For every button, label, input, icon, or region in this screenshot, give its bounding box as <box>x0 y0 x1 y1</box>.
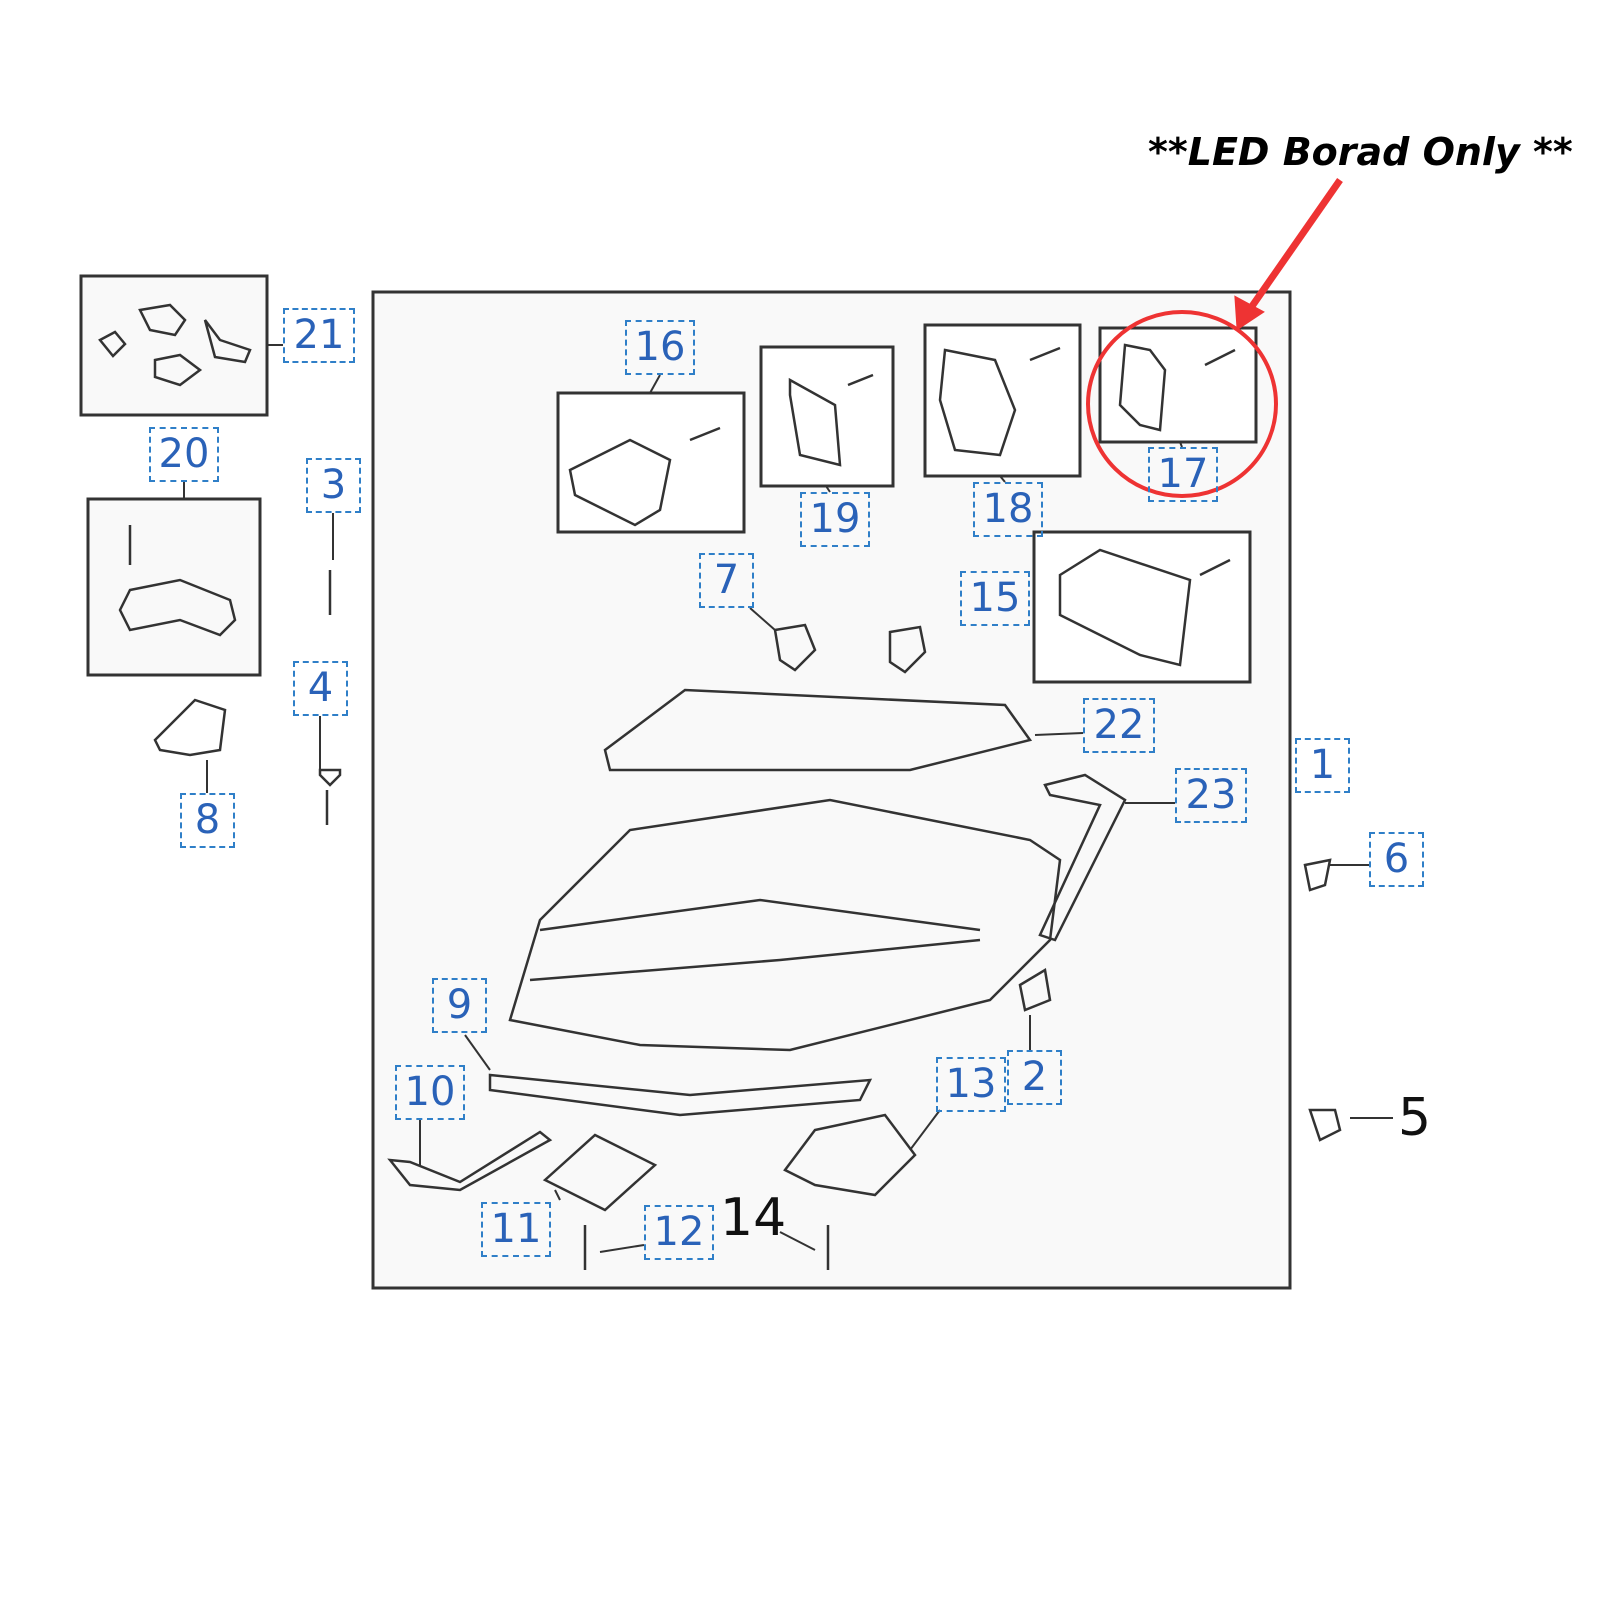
callout-1[interactable]: 1 <box>1295 738 1350 793</box>
callout-17[interactable]: 17 <box>1148 447 1218 502</box>
part-20-box <box>86 497 262 677</box>
callout-16[interactable]: 16 <box>625 320 695 375</box>
callout-21[interactable]: 21 <box>283 308 355 363</box>
label-14: 14 <box>720 1188 787 1248</box>
callout-3[interactable]: 3 <box>306 458 361 513</box>
label-5: 5 <box>1398 1088 1432 1148</box>
highlight-circle <box>1086 310 1278 498</box>
callout-4[interactable]: 4 <box>293 661 348 716</box>
part-19-box <box>759 345 895 488</box>
callout-23[interactable]: 23 <box>1175 768 1247 823</box>
led-board-only-note: **LED Borad Only ** <box>1148 130 1573 174</box>
callout-13[interactable]: 13 <box>936 1057 1006 1112</box>
callout-7[interactable]: 7 <box>699 553 754 608</box>
callout-11[interactable]: 11 <box>481 1202 551 1257</box>
part-15-box <box>1032 530 1252 684</box>
leader-lines <box>183 344 1393 1253</box>
callout-6[interactable]: 6 <box>1369 832 1424 887</box>
part-17-box <box>1098 326 1258 444</box>
highlight-arrowhead <box>1234 295 1265 331</box>
part-18-box <box>923 323 1082 478</box>
highlight-arrow-line <box>1245 177 1343 315</box>
callout-22[interactable]: 22 <box>1083 698 1155 753</box>
callout-2[interactable]: 2 <box>1007 1050 1062 1105</box>
callout-15[interactable]: 15 <box>960 571 1030 626</box>
callout-19[interactable]: 19 <box>800 492 870 547</box>
callout-9[interactable]: 9 <box>432 978 487 1033</box>
callout-10[interactable]: 10 <box>395 1065 465 1120</box>
callout-12[interactable]: 12 <box>644 1205 714 1260</box>
part-sketches <box>98 303 1342 1270</box>
callout-8[interactable]: 8 <box>180 793 235 848</box>
callout-20[interactable]: 20 <box>149 427 219 482</box>
callout-18[interactable]: 18 <box>973 482 1043 537</box>
